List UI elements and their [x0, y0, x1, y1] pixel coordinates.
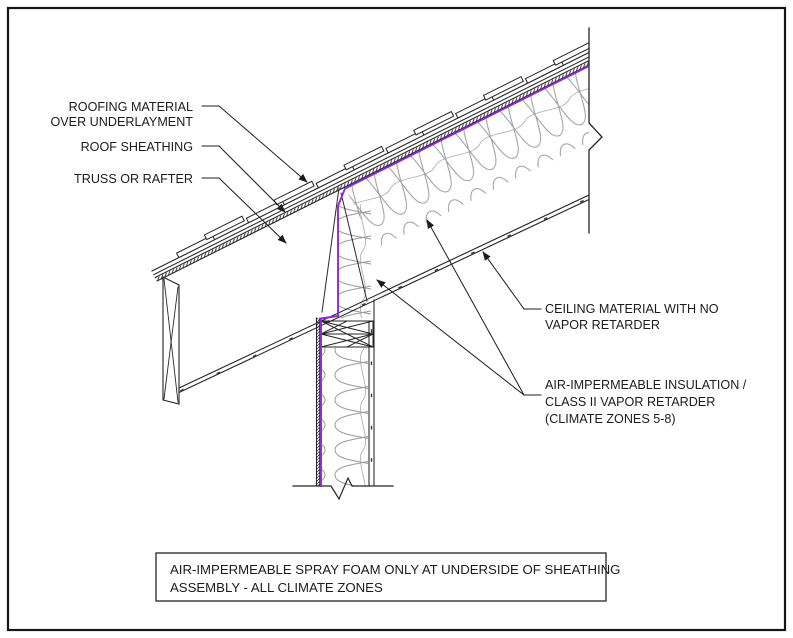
leader-roofing — [218, 105, 308, 183]
label-roof-sheathing: ROOF SHEATHING — [81, 140, 193, 154]
caption-line1: AIR-IMPERMEABLE SPRAY FOAM ONLY AT UNDER… — [170, 562, 620, 577]
leader-insulation-roof — [426, 219, 525, 396]
label-insulation-line3: (CLIMATE ZONES 5-8) — [545, 412, 676, 426]
heel-edge-lines — [321, 187, 368, 313]
clipped-assembly — [151, 41, 589, 394]
wall-assembly — [292, 299, 394, 501]
leader-ceiling — [482, 251, 525, 310]
leader-insulation-wall — [376, 279, 525, 396]
wall-break-line — [292, 476, 394, 501]
label-ceiling-material-line1: CEILING MATERIAL WITH NO — [545, 302, 719, 316]
wall-sheathing-hatch — [316, 318, 320, 486]
label-roofing-material-line1: ROOFING MATERIAL — [69, 100, 193, 114]
wall-face-lines — [315, 299, 375, 487]
leader-truss — [218, 177, 287, 244]
drawing-border — [6, 6, 787, 632]
wall-top-plates — [320, 320, 374, 348]
label-insulation-line1: AIR-IMPERMEABLE INSULATION / — [545, 378, 747, 392]
roofing-material-strips — [175, 41, 589, 259]
roof-assembly — [151, 41, 589, 282]
fascia-board — [162, 276, 180, 405]
section-break-line — [588, 27, 603, 234]
label-ceiling-material-line2: VAPOR RETARDER — [545, 318, 660, 332]
section-linework: ROOFING MATERIAL OVER UNDERLAYMENT ROOF … — [50, 27, 747, 602]
wall-insulation-batts — [322, 348, 368, 486]
leader-lines — [201, 105, 542, 396]
label-insulation-line2: CLASS II VAPOR RETARDER — [545, 395, 715, 409]
label-roofing-material-line2: OVER UNDERLAYMENT — [50, 115, 193, 129]
roof-insulation-batts — [345, 63, 589, 249]
caption-box: AIR-IMPERMEABLE SPRAY FOAM ONLY AT UNDER… — [155, 552, 620, 602]
label-truss-or-rafter: TRUSS OR RAFTER — [74, 172, 193, 186]
roof-plane-lines — [151, 51, 589, 282]
vapor-retarder-line — [320, 65, 590, 487]
roof-sheathing-hatch — [155, 58, 589, 282]
caption-line2: ASSEMBLY - ALL CLIMATE ZONES — [170, 580, 383, 595]
leader-sheathing — [218, 145, 286, 213]
callout-labels: ROOFING MATERIAL OVER UNDERLAYMENT ROOF … — [50, 100, 746, 426]
